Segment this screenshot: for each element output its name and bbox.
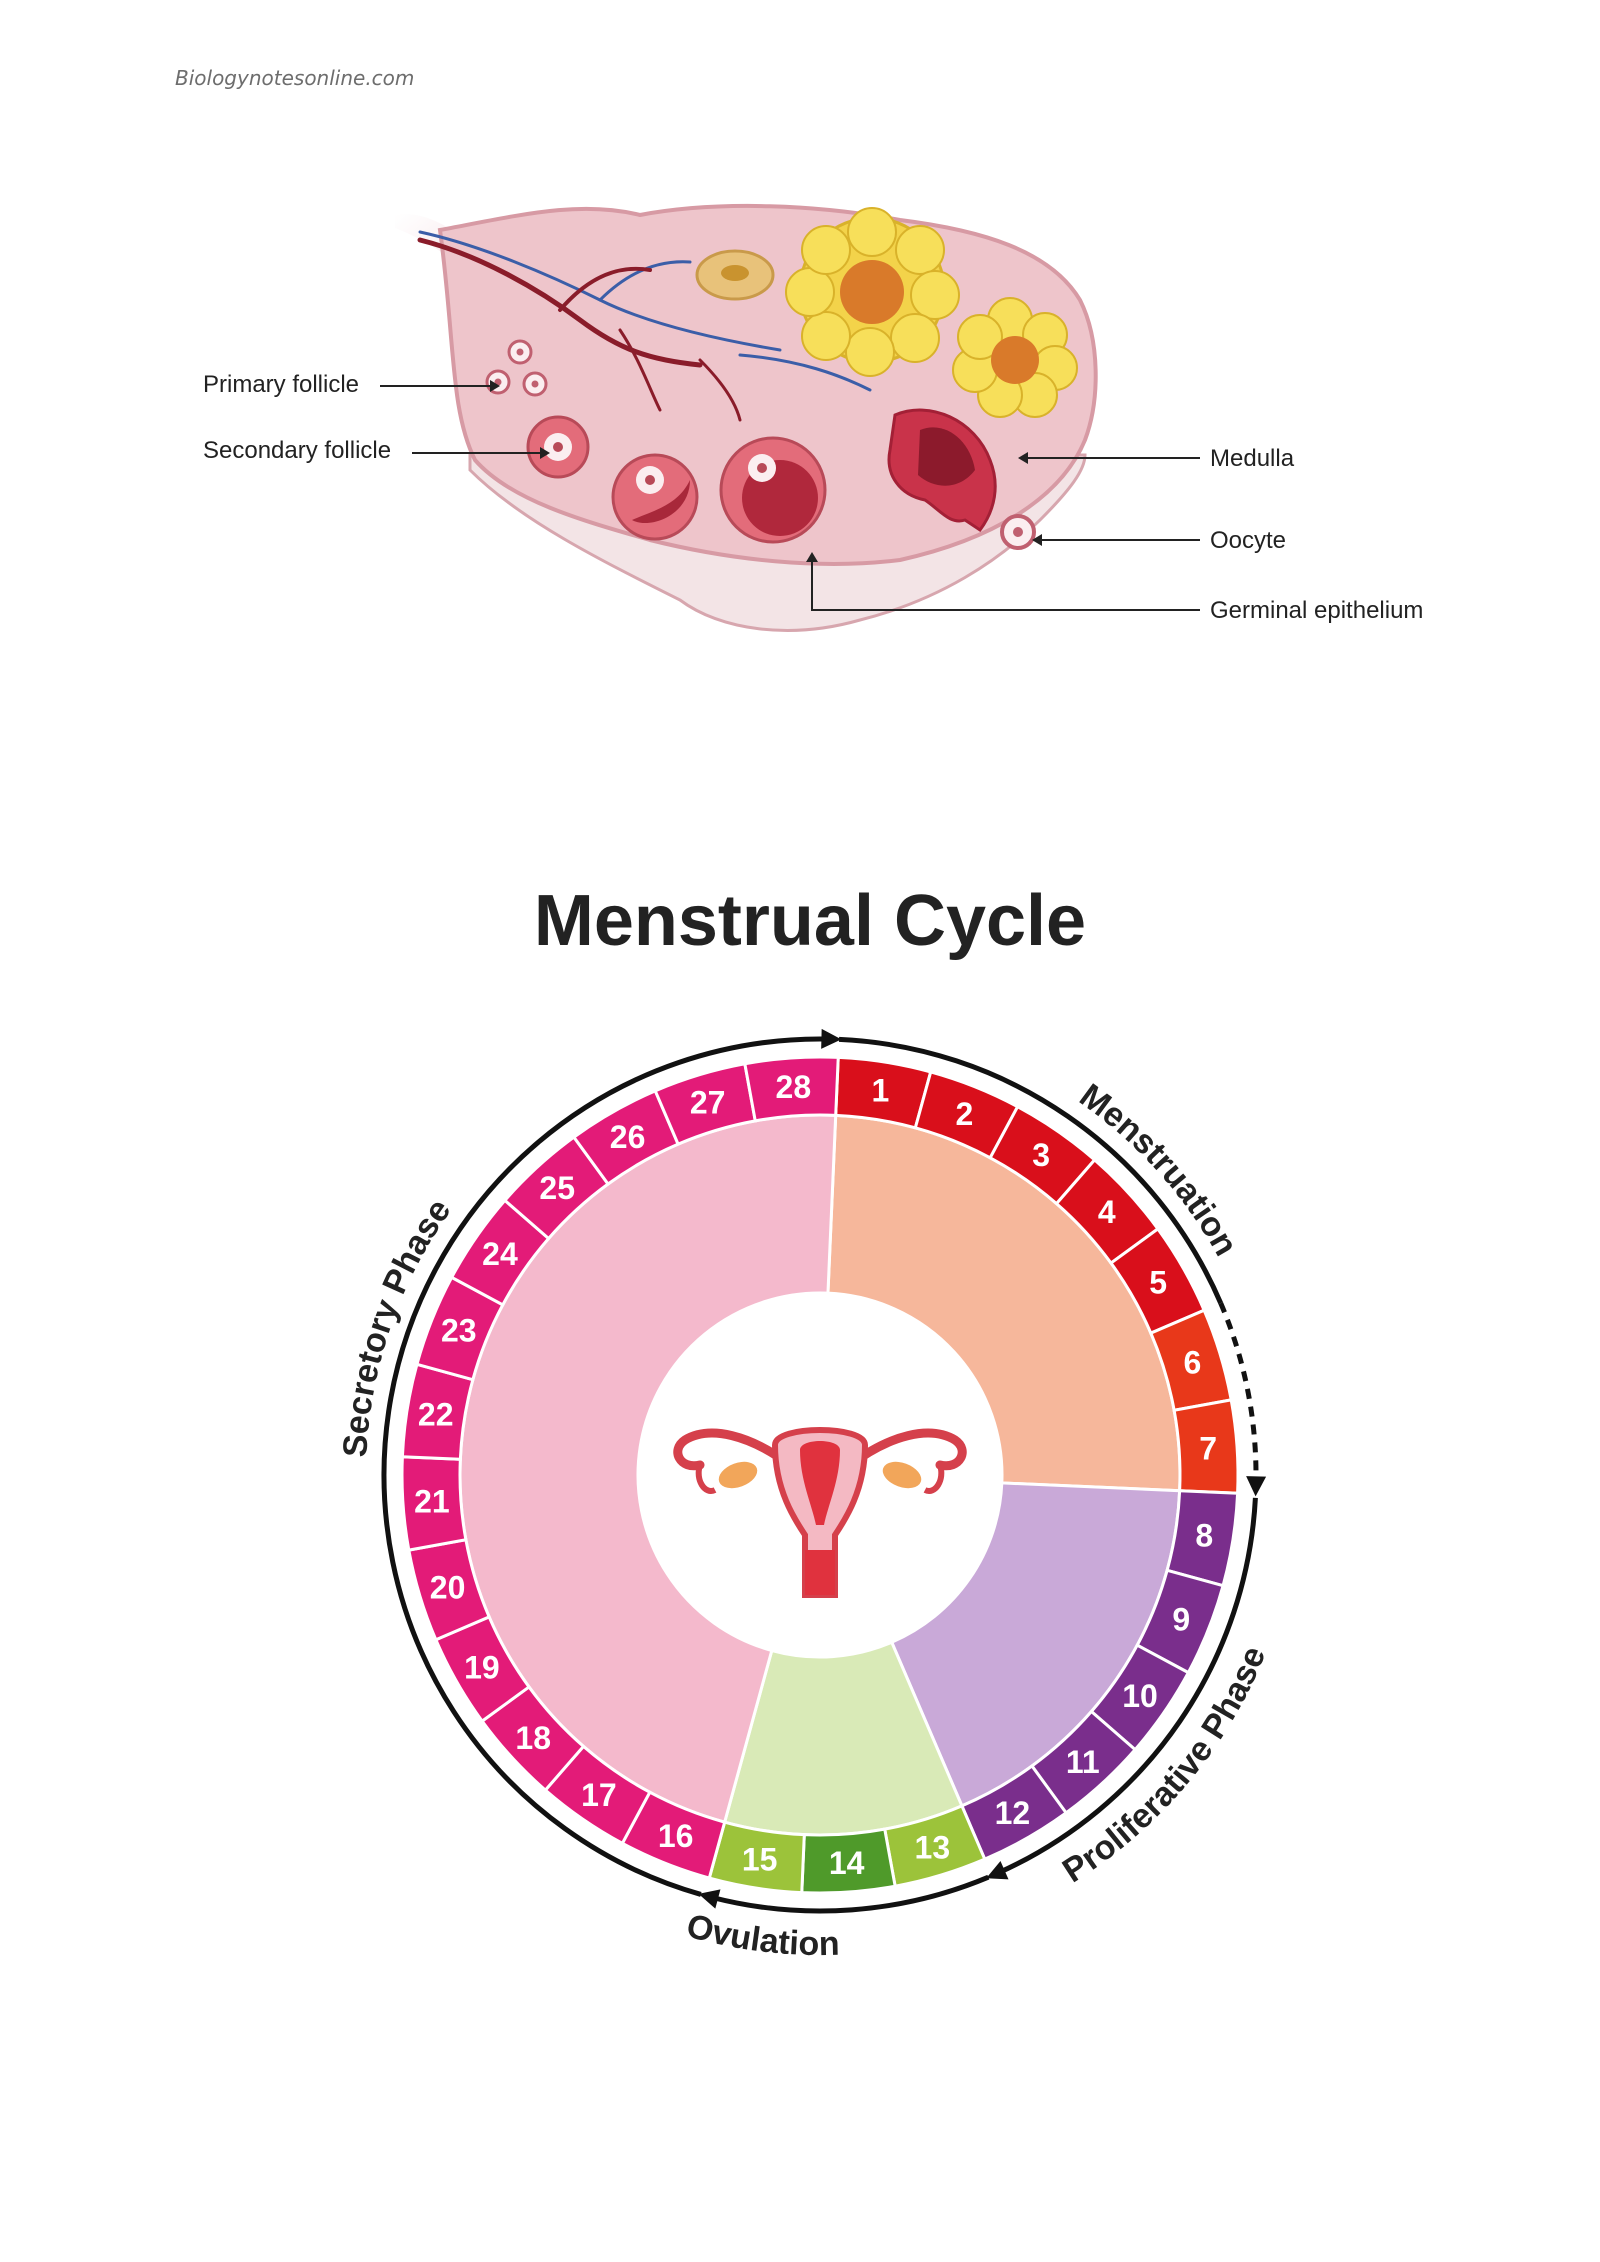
phase-arrowhead — [986, 1861, 1009, 1880]
day-label-19: 19 — [464, 1649, 500, 1685]
day-label-27: 27 — [690, 1085, 726, 1121]
cycle-title: Menstrual Cycle — [533, 881, 1087, 961]
day-label-3: 3 — [1032, 1137, 1050, 1173]
released-oocyte — [1000, 514, 1036, 550]
day-label-5: 5 — [1149, 1265, 1167, 1301]
ruptured-follicle — [887, 408, 997, 533]
secretory-arc — [381, 1036, 828, 1897]
label-primary-follicle: Primary follicle — [203, 371, 359, 398]
menstruation-dashed-arc — [1218, 1302, 1259, 1483]
day-label-20: 20 — [430, 1569, 466, 1605]
tertiary-follicle — [611, 453, 699, 541]
corpus-luteum-large — [785, 207, 960, 377]
corpus-albicans — [695, 249, 775, 301]
day-label-10: 10 — [1122, 1678, 1158, 1714]
day-label-17: 17 — [581, 1777, 617, 1813]
phase-arrowhead — [821, 1028, 842, 1049]
ovary-diagram: Primary follicle Secondary follicle Medu… — [203, 203, 1423, 632]
day-label-12: 12 — [995, 1795, 1031, 1831]
uterus-icon — [673, 1427, 967, 1598]
label-secondary-follicle: Secondary follicle — [203, 437, 391, 464]
day-label-4: 4 — [1098, 1194, 1116, 1230]
day-label-22: 22 — [418, 1397, 454, 1433]
graafian-follicle — [719, 436, 827, 544]
day-label-18: 18 — [515, 1720, 551, 1756]
proliferative-arc — [997, 1497, 1258, 1875]
menstrual-cycle-wheel: 1234567891011121314151617181920212223242… — [336, 1028, 1273, 1963]
phase-arrowhead — [698, 1889, 721, 1909]
phase-label-ovulation: Ovulation — [683, 1907, 840, 1963]
day-label-16: 16 — [658, 1818, 694, 1854]
label-oocyte: Oocyte — [1210, 527, 1286, 554]
day-label-25: 25 — [539, 1170, 575, 1206]
phase-arrowhead — [1246, 1476, 1267, 1497]
site-watermark: Biologynotesonline.com — [175, 66, 415, 90]
day-label-2: 2 — [955, 1096, 973, 1132]
day-segment-28 — [743, 1055, 840, 1123]
label-medulla: Medulla — [1210, 445, 1295, 472]
day-label-7: 7 — [1199, 1430, 1217, 1466]
corpus-luteum-small — [952, 297, 1078, 418]
day-label-6: 6 — [1184, 1345, 1202, 1381]
day-label-9: 9 — [1172, 1601, 1190, 1637]
day-label-23: 23 — [441, 1313, 477, 1349]
day-label-26: 26 — [610, 1119, 646, 1155]
menstruation-arc — [838, 1036, 1223, 1305]
day-label-11: 11 — [1066, 1744, 1100, 1780]
day-label-28: 28 — [776, 1069, 812, 1105]
day-label-8: 8 — [1195, 1517, 1213, 1553]
ovulation-arc — [711, 1874, 990, 1914]
day-label-24: 24 — [482, 1236, 518, 1272]
day-label-13: 13 — [915, 1829, 951, 1865]
day-label-14: 14 — [829, 1845, 865, 1881]
label-germinal-epithelium: Germinal epithelium — [1210, 597, 1423, 624]
day-label-15: 15 — [742, 1841, 778, 1877]
leader-lines — [380, 385, 1200, 611]
secondary-follicle — [526, 415, 590, 479]
day-label-21: 21 — [414, 1484, 450, 1520]
blood-vessels — [417, 230, 872, 422]
day-label-1: 1 — [871, 1073, 889, 1109]
